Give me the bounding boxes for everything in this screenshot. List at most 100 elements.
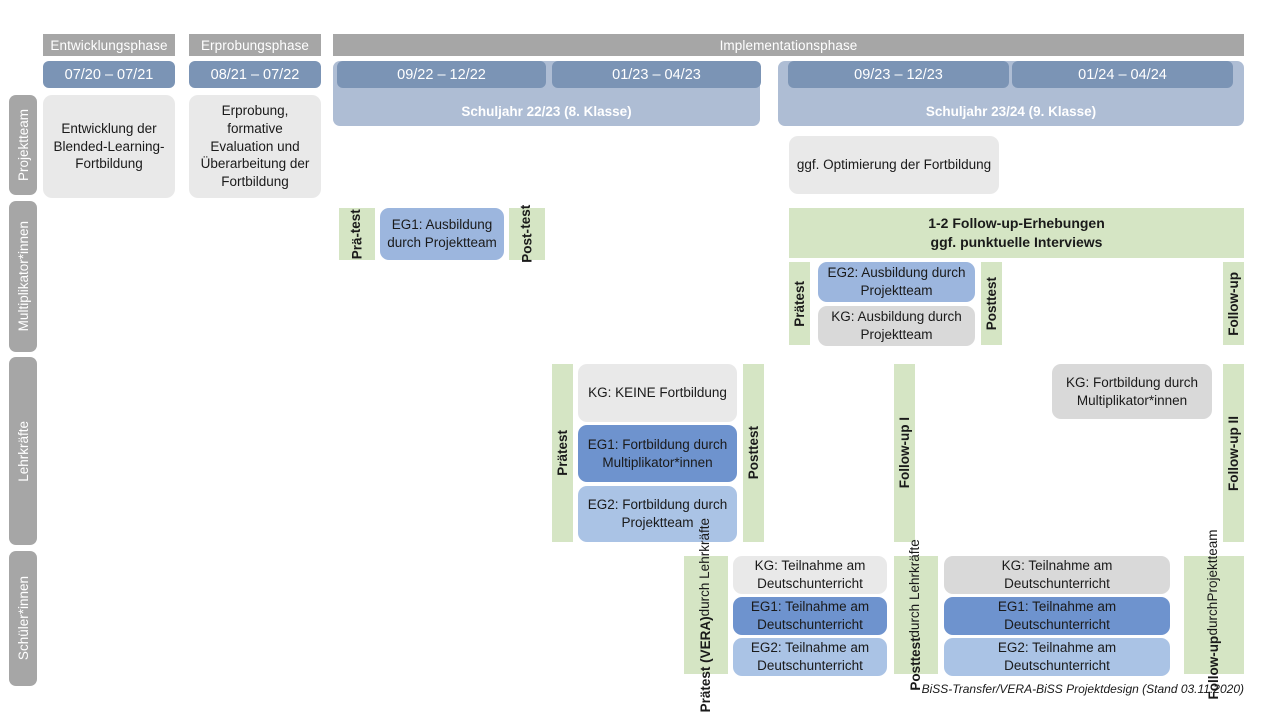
box-label: KG: Teilnahme am Deutschunterricht: [754, 558, 866, 591]
box-label: KG: Ausbildung durch Projektteam: [831, 309, 962, 342]
footer-text: BiSS-Transfer/VERA-BiSS Projektdesign (S…: [921, 682, 1244, 696]
row-label-lehrkraefte: Lehrkräfte: [9, 357, 37, 545]
posttest-multiplikatoren-1: Post- test: [509, 205, 545, 263]
box-label: EG2: Teilnahme am Deutschunterricht: [750, 640, 870, 673]
box-erprobung-evaluation: Erprobung, formative Evaluation und Über…: [189, 95, 321, 198]
followup-label: Follow-up: [1225, 271, 1241, 336]
praetest-lehrkraefte: Prätest: [552, 364, 573, 542]
box-label: Erprobung, formative Evaluation und Über…: [200, 102, 310, 190]
box-label: EG2: Teilnahme am Deutschunterricht: [997, 640, 1117, 673]
phase-header-implementation: Implementationsphase: [333, 34, 1244, 56]
box-optimierung-fortbildung: ggf. Optimierung der Fortbildung: [789, 136, 999, 194]
box-label: KG: Fortbildung durch Multiplikator*inne…: [1065, 374, 1199, 408]
followup-label: Follow-up I: [896, 417, 912, 489]
posttest-label: Posttest: [983, 276, 999, 331]
box-kg-keine-fortbildung: KG: KEINE Fortbildung: [578, 364, 737, 422]
posttest-line2: test: [517, 205, 533, 230]
date-label: 01/23 – 04/23: [612, 66, 701, 83]
row-label-text: Lehrkräfte: [15, 420, 31, 482]
phase-header-label: Erprobungsphase: [200, 37, 310, 53]
followup-multiplikatoren: Follow-up: [1223, 262, 1244, 345]
followup-sub2: Projektteam: [1205, 530, 1221, 603]
row-label-text: Multiplikator*innen: [15, 221, 31, 332]
footer-credit: BiSS-Transfer/VERA-BiSS Projektdesign (S…: [700, 682, 1244, 700]
box-label: KG: KEINE Fortbildung: [588, 385, 727, 401]
praetest-label: Prätest: [791, 280, 807, 327]
box-label: ggf. Optimierung der Fortbildung: [796, 157, 992, 173]
box-entwicklung-fortbildung: Entwicklung der Blended-Learning-Fortbil…: [43, 95, 175, 198]
posttest-vertical-label: Posttest: [984, 277, 1000, 330]
box-label: EG1: Fortbildung durch Multiplikator*inn…: [587, 436, 728, 470]
praetest-vera-schueler: Prätest (VERA) durch Lehrkräfte: [684, 518, 728, 712]
followup-label: Follow-up II: [1225, 415, 1241, 491]
praetest-vertical-label: Prätest: [792, 281, 808, 327]
posttest-vertical-label: Posttest: [746, 426, 762, 479]
followup-banner-line1: 1-2 Follow-up-Erhebungen: [928, 215, 1105, 232]
followup-vertical-label: Follow-up II: [1226, 416, 1242, 491]
row-label-text: Projektteam: [15, 108, 31, 182]
box-eg1-ausbildung-projektteam: EG1: Ausbildung durch Projektteam: [380, 208, 504, 260]
date-label: 07/20 – 07/21: [64, 66, 154, 83]
school-year-label: Schuljahr 22/23 (8. Klasse): [461, 104, 632, 119]
posttest-schueler: Posttest durch Lehrkräfte: [894, 539, 938, 691]
posttest-label: Posttest: [745, 426, 761, 480]
followup-sub1: durch: [1205, 602, 1221, 637]
phase-header-erprobung: Erprobungsphase: [189, 34, 321, 56]
followup-vertical-label: Follow-up: [1226, 272, 1242, 336]
box-eg1-teilnahme-deutschunterricht-right: EG1: Teilnahme am Deutschunterricht: [944, 597, 1170, 635]
box-label: EG1: Ausbildung durch Projektteam: [387, 217, 497, 250]
date-label: 08/21 – 07/22: [210, 66, 300, 83]
date-label: 09/23 – 12/23: [854, 66, 943, 83]
box-label: Entwicklung der Blended-Learning-Fortbil…: [53, 120, 165, 172]
date-chip-0720-0721: 07/20 – 07/21: [43, 61, 175, 88]
followup-vertical-label: Follow-up I: [897, 417, 913, 488]
posttest-lehrkraefte: Posttest: [743, 364, 764, 542]
phase-header-label: Implementationsphase: [719, 37, 858, 53]
date-label: 01/24 – 04/24: [1078, 66, 1167, 83]
date-chip-0124-0424: 01/24 – 04/24: [1012, 61, 1233, 88]
followup-banner-line2: ggf. punktuelle Interviews: [930, 234, 1103, 250]
box-kg-teilnahme-deutschunterricht-left: KG: Teilnahme am Deutschunterricht: [733, 556, 887, 594]
posttest-sub: durch Lehrkräfte: [907, 539, 923, 638]
box-kg-ausbildung-projektteam: KG: Ausbildung durch Projektteam: [818, 306, 975, 346]
followup-vertical-label: Follow-up durch Projektteam: [1205, 530, 1223, 700]
row-label-multiplikatoren: Multiplikator*innen: [9, 201, 37, 352]
praetest-multiplikatoren-2: Prätest: [789, 262, 810, 345]
date-chip-0923-1223: 09/23 – 12/23: [788, 61, 1009, 88]
praetest-line2: test: [347, 208, 363, 233]
box-label: EG1: Teilnahme am Deutschunterricht: [997, 599, 1117, 632]
followup-1-lehrkraefte: Follow-up I: [894, 364, 915, 542]
row-label-text: Schüler*innen: [15, 576, 31, 661]
followup-2-lehrkraefte: Follow-up II: [1223, 364, 1244, 542]
row-label-projektteam: Projektteam: [9, 95, 37, 195]
praetest-label: Prätest: [554, 430, 570, 476]
box-label: KG: Teilnahme am Deutschunterricht: [1001, 558, 1113, 591]
box-eg1-fortbildung-multiplikatoren: EG1: Fortbildung durch Multiplikator*inn…: [578, 425, 737, 482]
followup-schueler: Follow-up durch Projektteam: [1184, 530, 1244, 700]
date-chip-0922-1222: 09/22 – 12/22: [337, 61, 546, 88]
posttest-line1: Post-: [519, 229, 535, 263]
praetest-line1: Prä-: [349, 232, 365, 260]
box-eg2-fortbildung-projektteam: EG2: Fortbildung durch Projektteam: [578, 486, 737, 542]
box-kg-teilnahme-deutschunterricht-right: KG: Teilnahme am Deutschunterricht: [944, 556, 1170, 594]
phase-header-entwicklung: Entwicklungsphase: [43, 34, 175, 56]
box-eg1-teilnahme-deutschunterricht-left: EG1: Teilnahme am Deutschunterricht: [733, 597, 887, 635]
box-label: EG2: Fortbildung durch Projektteam: [587, 497, 728, 530]
praetest-vertical-label: Prätest: [555, 430, 571, 476]
posttest-vertical-label: Posttest durch Lehrkräfte: [907, 539, 925, 691]
praetest-multiplikatoren-1: Prä- test: [339, 208, 375, 260]
box-label: EG2: Ausbildung durch Projektteam: [827, 265, 966, 298]
box-kg-fortbildung-multiplikatoren: KG: Fortbildung durch Multiplikator*inne…: [1052, 364, 1212, 419]
date-label: 09/22 – 12/22: [397, 66, 486, 83]
box-eg2-teilnahme-deutschunterricht-left: EG2: Teilnahme am Deutschunterricht: [733, 638, 887, 676]
date-chip-0123-0423: 01/23 – 04/23: [552, 61, 761, 88]
school-year-label: Schuljahr 23/24 (9. Klasse): [925, 104, 1097, 119]
praetest-vertical-label: Prä- test: [348, 209, 367, 259]
posttest-vertical-label: Post- test: [518, 205, 537, 263]
phase-header-label: Entwicklungsphase: [50, 37, 168, 53]
box-eg2-ausbildung-projektteam: EG2: Ausbildung durch Projektteam: [818, 262, 975, 302]
posttest-multiplikatoren-2: Posttest: [981, 262, 1002, 345]
date-chip-0821-0722: 08/21 – 07/22: [189, 61, 321, 88]
box-label: EG1: Teilnahme am Deutschunterricht: [750, 599, 870, 632]
